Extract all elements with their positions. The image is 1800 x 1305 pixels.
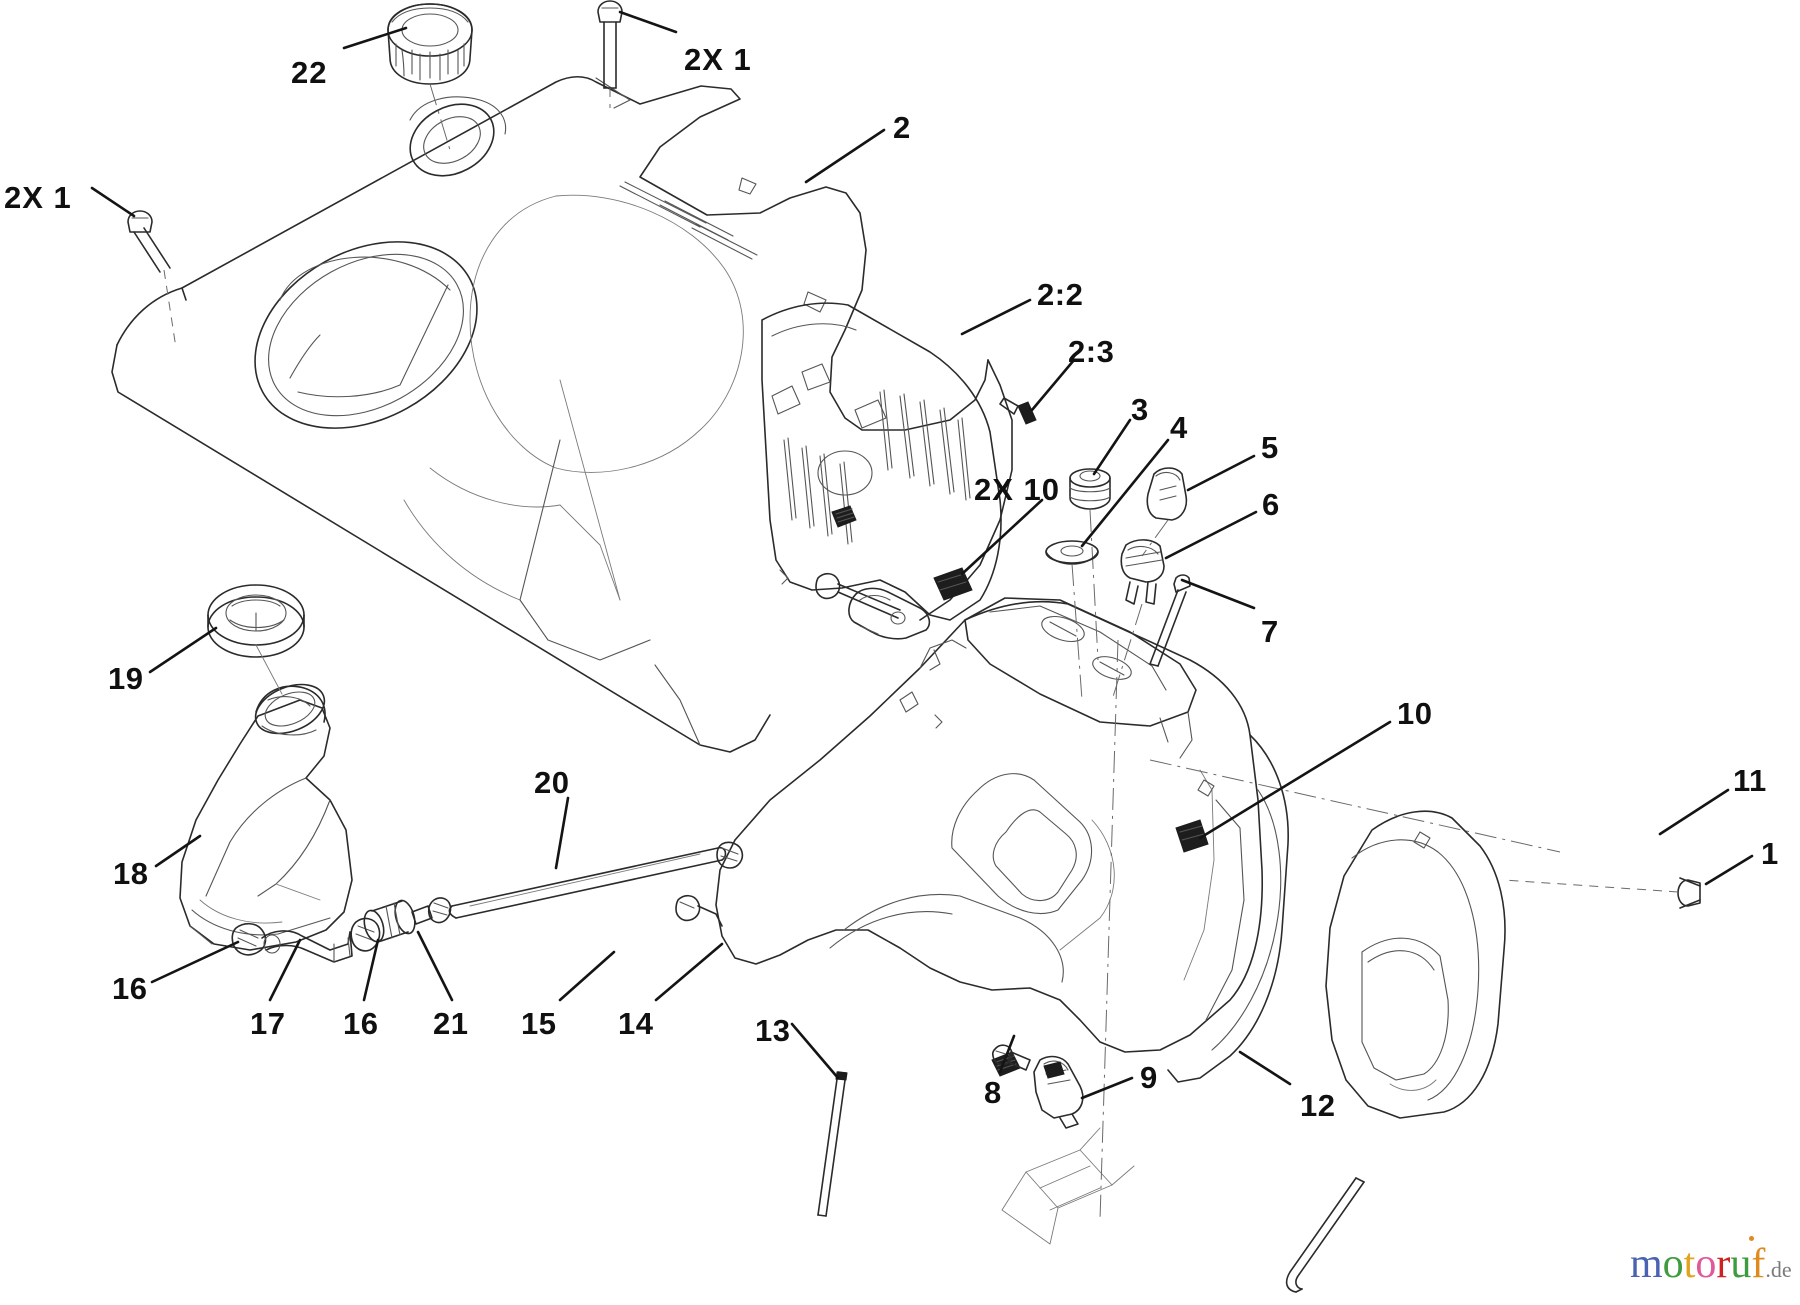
part-2-2-engine-cover [761, 302, 1002, 621]
part-22-fuel-cap [387, 3, 473, 151]
callout-2x1-top: 2X 1 [684, 42, 752, 77]
callout-8: 8 [984, 1075, 1002, 1110]
callout-13: 13 [755, 1013, 791, 1048]
part-12-rod-bent [1285, 1177, 1365, 1293]
callout-16-a: 16 [112, 971, 148, 1006]
fuel-line-assembly [231, 841, 744, 963]
watermark-letter-o2: o [1695, 1241, 1717, 1287]
leader-lines [90, 10, 1754, 1100]
callout-2-2: 2:2 [1037, 277, 1084, 312]
screws-part-1 [127, 0, 1701, 909]
callout-11: 11 [1733, 763, 1767, 798]
callout-17: 17 [250, 1006, 286, 1041]
callout-20: 20 [534, 765, 570, 800]
watermark-suffix: .de [1765, 1257, 1792, 1282]
callout-2-3: 2:3 [1068, 334, 1115, 369]
callout-1-right: 1 [1761, 836, 1779, 871]
callout-15: 15 [521, 1006, 557, 1041]
callout-9: 9 [1140, 1060, 1158, 1095]
watermark-letter-m: m [1630, 1241, 1663, 1287]
watermark-letter-u: u [1730, 1241, 1752, 1287]
callout-10-right: 10 [1397, 696, 1433, 731]
watermark-letter-t: t [1683, 1241, 1696, 1287]
callout-18: 18 [113, 856, 149, 891]
callout-21: 21 [433, 1006, 469, 1041]
callout-16-b: 16 [343, 1006, 379, 1041]
callout-3: 3 [1131, 392, 1149, 427]
part-14-lower-housing [715, 597, 1561, 1245]
callout-14: 14 [618, 1006, 654, 1041]
callout-2x1-left: 2X 1 [4, 180, 72, 215]
callout-22: 22 [291, 55, 328, 90]
part-18-fuel-tank [179, 683, 353, 951]
watermark-dot-icon [1748, 1236, 1754, 1241]
part-2-upper-shroud [111, 75, 1013, 753]
part-9-bracket [1033, 1055, 1084, 1129]
callout-6: 6 [1262, 487, 1280, 522]
small-hardware-3-4-5-6-7 [815, 397, 1191, 701]
callout-5: 5 [1261, 430, 1279, 465]
callout-2x10: 2X 10 [974, 472, 1061, 507]
callout-4: 4 [1170, 410, 1188, 445]
callout-2: 2 [893, 110, 911, 145]
callout-7: 7 [1261, 614, 1279, 649]
watermark-letter-r: r [1716, 1241, 1731, 1287]
callout-19: 19 [108, 661, 144, 696]
callout-12: 12 [1300, 1088, 1336, 1123]
part-13-rod [817, 1071, 848, 1217]
watermark-letter-f: f [1751, 1241, 1766, 1287]
watermark-letter-o1: o [1662, 1241, 1684, 1287]
motoruf-watermark: motoruf.de [1630, 1236, 1792, 1287]
part-11-side-cover [1325, 810, 1506, 1119]
part-19-tank-collar [207, 584, 305, 695]
